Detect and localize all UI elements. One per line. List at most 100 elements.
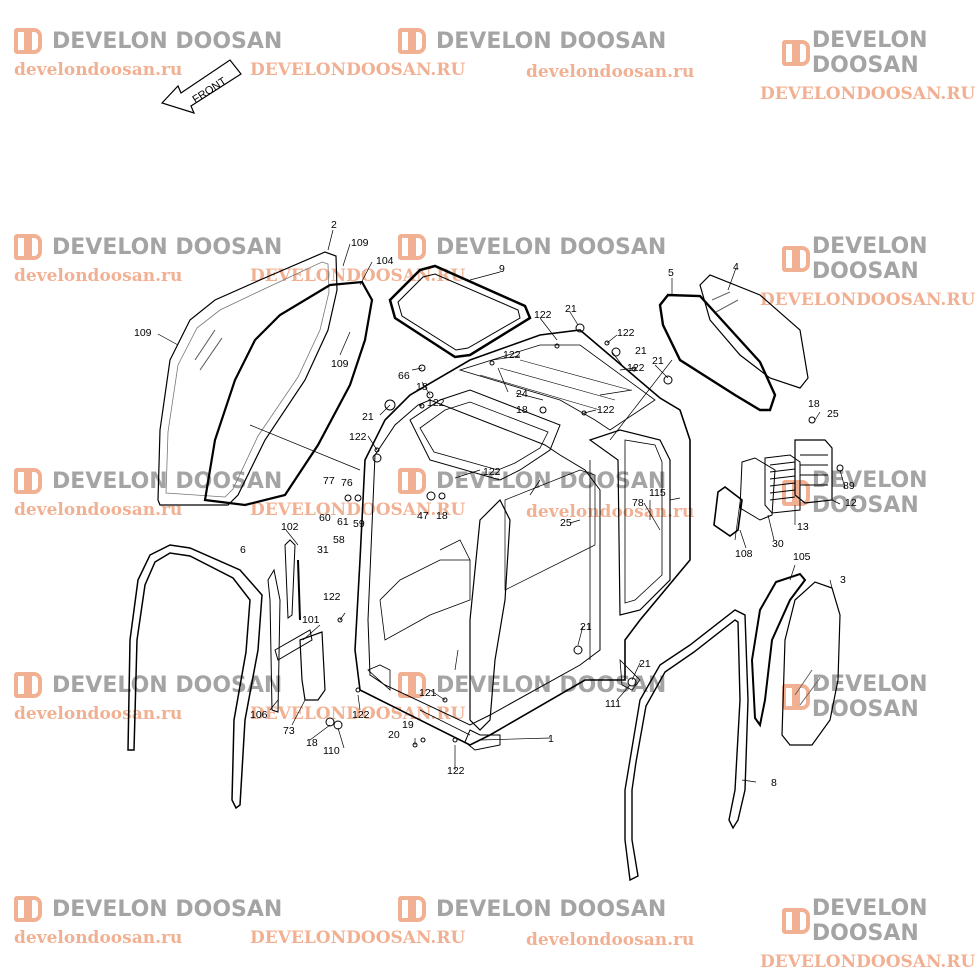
- develon-logo-icon: [14, 672, 44, 698]
- watermark: DEVELON DOOSAN DEVELONDOOSAN.RU: [250, 234, 666, 286]
- watermark-brand: DEVELON DOOSAN: [436, 234, 667, 260]
- callout: 122: [597, 404, 615, 416]
- door-seal-8: [624, 609, 749, 882]
- develon-logo-icon: [398, 28, 428, 54]
- callout: 122: [503, 349, 521, 361]
- watermark-url: DEVELONDOOSAN.RU: [250, 704, 466, 724]
- cover-12: [794, 439, 833, 504]
- side-glass-2: [157, 251, 338, 506]
- develon-logo-icon: [398, 234, 428, 260]
- filter-30: [739, 457, 776, 521]
- watermark-url: DEVELONDOOSAN.RU: [760, 84, 976, 104]
- callout: 122: [349, 431, 367, 443]
- front-arrow-icon: FRONT: [160, 59, 242, 114]
- watermark-brand: DEVELON DOOSAN: [811, 896, 928, 946]
- watermark-url: DEVELONDOOSAN.RU: [250, 928, 466, 948]
- callout: 122: [617, 327, 635, 339]
- callout: 8: [771, 777, 777, 789]
- watermark: DEVELON DOOSAN develondoosan.ru: [14, 672, 282, 724]
- watermark-url: develondoosan.ru: [526, 930, 695, 950]
- watermark-brand: DEVELON DOOSAN: [811, 28, 928, 78]
- develon-logo-icon: [14, 468, 44, 494]
- callout: 122: [427, 397, 445, 409]
- develon-logo-icon: [398, 896, 428, 922]
- callout: 122: [483, 466, 501, 478]
- callout: 47: [417, 510, 429, 522]
- callout: 30: [772, 538, 784, 550]
- callout: 9: [499, 263, 505, 275]
- callout: 31: [317, 544, 329, 556]
- callout: 25: [560, 517, 572, 529]
- roof-seal-9: [388, 264, 532, 359]
- watermark-url: develondoosan.ru: [14, 500, 183, 520]
- callout: 3: [840, 574, 846, 586]
- watermark-url: DEVELONDOOSAN.RU: [760, 290, 976, 310]
- develon-logo-icon: [398, 672, 428, 698]
- callout: 122: [627, 362, 645, 374]
- watermark: DEVELON DOOSAN DEVELONDOOSAN.RU: [250, 672, 666, 724]
- callout: 109: [134, 327, 152, 339]
- callout: 21: [639, 658, 651, 670]
- watermark: DEVELON DOOSAN: [782, 468, 980, 518]
- rear-seal-5: [658, 293, 777, 412]
- watermark: develondoosan.ru: [526, 930, 694, 950]
- callout: 18: [808, 398, 820, 410]
- develon-logo-icon: [398, 468, 428, 494]
- callout: 122: [352, 709, 370, 721]
- wiper-lever: [267, 539, 326, 713]
- callout: 121: [419, 687, 437, 699]
- watermark-url: develondoosan.ru: [14, 704, 183, 724]
- watermark: DEVELON DOOSAN DEVELONDOOSAN.RU: [250, 896, 666, 948]
- watermark-url: DEVELONDOOSAN.RU: [250, 500, 466, 520]
- watermark: DEVELON DOOSAN develondoosan.ru: [14, 896, 282, 948]
- callout: 21: [565, 303, 577, 315]
- callout: 101: [302, 614, 320, 626]
- callout: 111: [605, 698, 621, 710]
- callout: 21: [580, 621, 592, 633]
- callout: 20: [388, 729, 400, 741]
- watermark: DEVELON DOOSAN develondoosan.ru: [14, 468, 282, 520]
- callout: 122: [447, 765, 465, 777]
- develon-logo-icon: [14, 234, 44, 260]
- callout: 108: [735, 548, 753, 560]
- door-seal-6: [127, 544, 263, 810]
- filter-13: [764, 454, 801, 514]
- callout: 21: [362, 411, 374, 423]
- watermark-brand: DEVELON DOOSAN: [52, 234, 283, 260]
- watermark: develondoosan.ru: [526, 62, 694, 82]
- callout: 109: [351, 237, 369, 249]
- watermark-brand: DEVELON DOOSAN: [52, 468, 283, 494]
- side-glass-3: [781, 581, 841, 746]
- callout: 105: [793, 551, 811, 563]
- callout: 78: [632, 497, 644, 509]
- watermark-brand: DEVELON DOOSAN: [811, 672, 928, 722]
- callout: 59: [353, 518, 365, 530]
- watermark-url: develondoosan.ru: [14, 266, 183, 286]
- callout: 18: [306, 737, 318, 749]
- callout: 6: [240, 544, 246, 556]
- seal-104: [203, 280, 374, 507]
- watermark-url: DEVELONDOOSAN.RU: [250, 60, 466, 80]
- callout: 4: [733, 261, 739, 273]
- callout: 18: [436, 510, 448, 522]
- callout: 5: [668, 267, 674, 279]
- callout: 109: [331, 358, 349, 370]
- develon-logo-icon: [14, 896, 44, 922]
- callout: 89: [843, 480, 855, 492]
- callout: 77: [323, 475, 335, 487]
- callout: 122: [323, 591, 341, 603]
- watermark-brand: DEVELON DOOSAN: [436, 672, 667, 698]
- develon-logo-icon: [782, 480, 810, 506]
- watermark: DEVELON DOOSAN develondoosan.ru: [14, 28, 282, 80]
- callout: 24: [516, 388, 528, 400]
- callout: 106: [250, 709, 268, 721]
- side-seal-105: [750, 572, 807, 728]
- watermark-url: DEVELONDOOSAN.RU: [760, 952, 976, 972]
- callout: 58: [333, 534, 345, 546]
- callout: 21: [635, 345, 647, 357]
- callout: 73: [283, 725, 295, 737]
- callout: 76: [341, 477, 353, 489]
- callout: 2: [331, 219, 337, 231]
- callout: 18: [516, 404, 528, 416]
